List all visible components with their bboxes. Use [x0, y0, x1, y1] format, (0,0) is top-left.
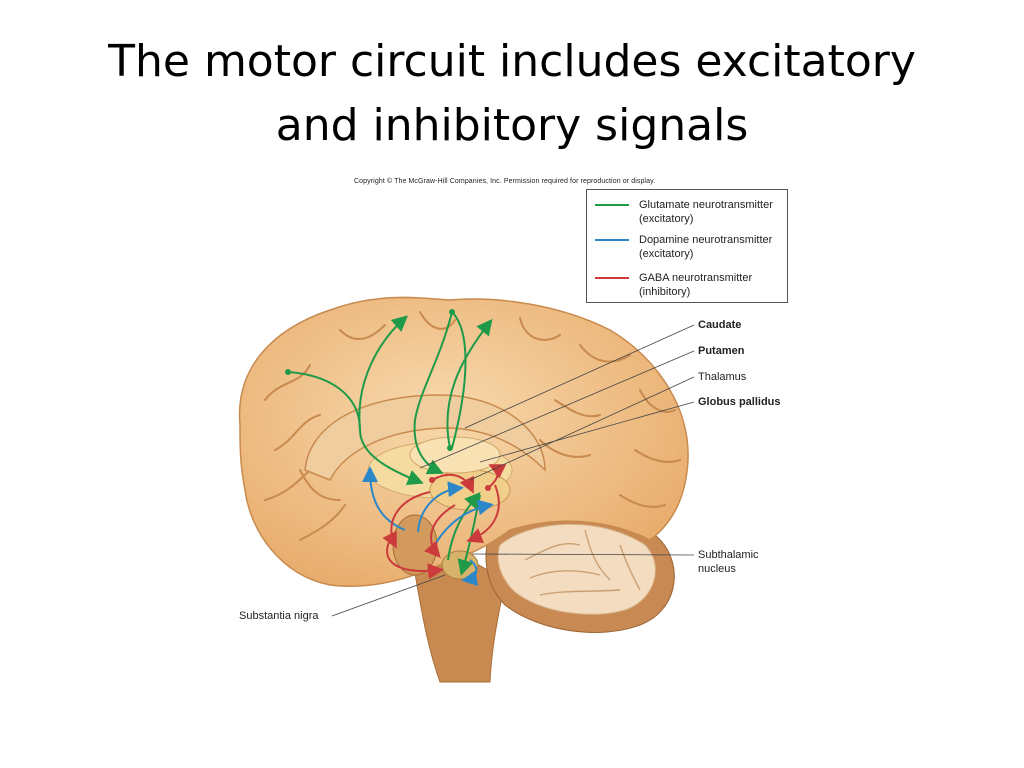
- legend-text-glutamate: Glutamate neurotransmitter (excitatory): [639, 198, 773, 226]
- label-subthalamic-line-2: nucleus: [698, 563, 736, 575]
- glutamate-path-3: [413, 311, 453, 475]
- legend-label: Glutamate neurotransmitter: [639, 199, 773, 211]
- glutamate-path-7: [447, 491, 481, 561]
- legend-swatch-dopamine: [595, 239, 629, 241]
- slide-title: The motor circuit includes excitatory an…: [40, 30, 984, 158]
- legend: Glutamate neurotransmitter (excitatory) …: [586, 189, 788, 303]
- label-subthalamic-nucleus: Subthalamic nucleus: [698, 548, 759, 576]
- subthalamic-leader: [471, 553, 695, 556]
- copyright-notice: Copyright © The McGraw-Hill Companies, I…: [354, 178, 656, 185]
- gaba-path-1: [431, 473, 475, 494]
- thalamus-leader: [469, 376, 695, 481]
- legend-sublabel: (excitatory): [639, 213, 694, 225]
- label-putamen: Putamen: [698, 345, 745, 357]
- slide-title-line-1: The motor circuit includes excitatory: [108, 36, 916, 87]
- legend-item-dopamine: Dopamine neurotransmitter (excitatory): [595, 233, 785, 265]
- dopamine-path-2: [417, 481, 464, 533]
- dopamine-path-1: [362, 466, 406, 531]
- label-thalamus: Thalamus: [698, 371, 747, 383]
- label-subthalamic-line-1: Subthalamic: [698, 549, 759, 561]
- legend-item-glutamate: Glutamate neurotransmitter (excitatory): [595, 198, 785, 230]
- gaba-path-3: [382, 491, 431, 549]
- legend-label: GABA neurotransmitter: [639, 272, 753, 284]
- label-substantia-nigra: Substantia nigra: [239, 610, 319, 622]
- gaba-path-2: [487, 464, 507, 489]
- substantia-nigra-region: [392, 514, 438, 576]
- legend-sublabel: (inhibitory): [639, 286, 691, 298]
- substantia-nigra-leader: [331, 574, 446, 617]
- caudate-leader: [464, 324, 695, 429]
- legend-text-gaba: GABA neurotransmitter (inhibitory): [639, 271, 752, 299]
- corpus-callosum: [304, 394, 546, 481]
- thalamus-region: [409, 436, 501, 474]
- legend-sublabel: (excitatory): [639, 248, 694, 260]
- glutamate-path-4: [446, 318, 493, 449]
- legend-label: Dopamine neurotransmitter: [639, 234, 773, 246]
- dopamine-path-4: [461, 559, 479, 587]
- legend-item-gaba: GABA neurotransmitter (inhibitory): [595, 271, 785, 303]
- gaba-path-5: [424, 504, 456, 559]
- putamen-leader: [419, 350, 695, 469]
- cerebellum-arbor: [497, 523, 656, 615]
- glutamate-path-2: [358, 315, 409, 431]
- glutamate-path-5: [451, 311, 467, 449]
- label-globus-pallidus: Globus pallidus: [698, 396, 781, 408]
- globus-pallidus-leader: [479, 401, 695, 463]
- subthalamic-region: [441, 550, 479, 580]
- slide-title-line-2: and inhibitory signals: [275, 100, 749, 151]
- legend-text-dopamine: Dopamine neurotransmitter (excitatory): [639, 233, 772, 261]
- legend-swatch-glutamate: [595, 204, 629, 206]
- legend-swatch-gaba: [595, 277, 629, 279]
- gaba-path-4: [386, 539, 444, 580]
- label-caudate: Caudate: [698, 319, 742, 331]
- gaba-path-6: [466, 484, 500, 543]
